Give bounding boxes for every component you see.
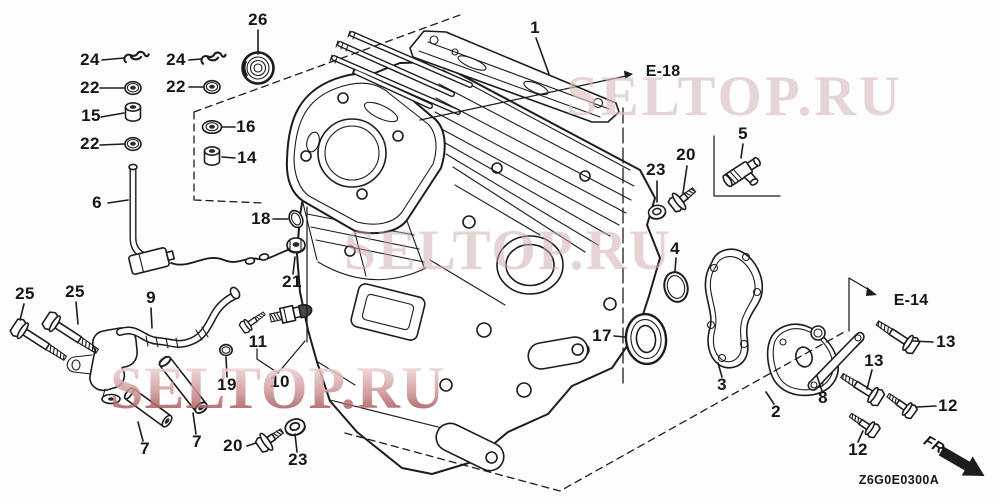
reference-lines xyxy=(193,14,877,492)
callout-7-a: 7 xyxy=(140,439,150,458)
part-22-grommet xyxy=(124,80,142,96)
callout-10: 10 xyxy=(270,372,290,391)
part-22-grommet xyxy=(203,79,221,95)
part-24-clip xyxy=(122,49,151,64)
part-24-clip xyxy=(199,49,228,66)
callout-1: 1 xyxy=(530,18,540,37)
callout-12-b: 12 xyxy=(848,440,868,459)
fr-direction-arrow xyxy=(938,446,985,476)
part-15-bushing xyxy=(124,102,142,123)
part-12-bolt xyxy=(882,388,920,421)
drawing-code: Z6G0E0300A xyxy=(858,473,940,487)
callout-7-b: 7 xyxy=(192,432,202,451)
part-8-arm xyxy=(807,331,865,391)
callout-22-c: 22 xyxy=(80,134,100,153)
callout-6: 6 xyxy=(92,193,102,212)
callout-22-a: 22 xyxy=(80,78,100,97)
callout-15: 15 xyxy=(81,106,101,125)
callout-22-b: 22 xyxy=(166,77,186,96)
callout-14: 14 xyxy=(237,148,257,167)
ref-e14-label: E-14 xyxy=(893,292,929,309)
callout-20-a: 20 xyxy=(676,145,696,164)
part-14-bushing xyxy=(203,146,221,166)
callout-13-b: 13 xyxy=(864,351,884,370)
part-4-oring xyxy=(663,271,689,303)
callout-4: 4 xyxy=(670,239,680,258)
part-17-oil-seal xyxy=(624,312,668,366)
part-1-head-gasket xyxy=(329,30,620,123)
callout-8: 8 xyxy=(818,388,828,407)
part-2-cover xyxy=(766,323,839,397)
callout-23-b: 23 xyxy=(288,450,308,469)
part-22-grommet xyxy=(124,136,142,152)
part-26-bearing xyxy=(241,51,275,85)
part-9-oil-pipe xyxy=(66,286,241,405)
engine-block-art xyxy=(285,61,661,475)
callout-25-b: 25 xyxy=(65,282,85,301)
part-11-bolt xyxy=(237,307,269,335)
part-19-oring xyxy=(219,343,233,357)
callout-19: 19 xyxy=(217,375,237,394)
callout-3: 3 xyxy=(717,375,727,394)
part-21-wire xyxy=(128,237,306,275)
part-13-bolt xyxy=(871,314,922,357)
callout-9: 9 xyxy=(146,288,156,307)
part-5-joint xyxy=(722,156,761,188)
part-20-bolt xyxy=(252,421,289,456)
part-20-bolt xyxy=(665,181,702,216)
callout-16: 16 xyxy=(236,117,256,136)
callout-24-b: 24 xyxy=(166,50,186,69)
callout-25-a: 25 xyxy=(15,284,35,303)
part-12-bolt xyxy=(845,408,882,441)
part-10-oil-pressure-sensor xyxy=(269,304,313,324)
part-7-tube xyxy=(156,353,210,417)
callout-21: 21 xyxy=(282,272,302,291)
part-3-gasket xyxy=(704,248,764,369)
callout-12-a: 12 xyxy=(938,396,958,415)
part-16-grommet xyxy=(201,120,223,135)
part-7-tube xyxy=(122,385,175,430)
callout-20-b: 20 xyxy=(223,436,243,455)
callout-13-a: 13 xyxy=(936,332,956,351)
callout-24-a: 24 xyxy=(80,50,100,69)
callout-11: 11 xyxy=(248,332,268,351)
part-13-bolt xyxy=(836,367,887,409)
callout-17: 17 xyxy=(592,326,612,345)
callout-18: 18 xyxy=(251,209,271,228)
callout-2: 2 xyxy=(771,402,781,421)
leader-lines xyxy=(19,29,937,453)
callout-5: 5 xyxy=(738,124,748,143)
callout-23-a: 23 xyxy=(646,160,666,179)
ref-e18-label: E-18 xyxy=(645,63,681,80)
callout-26: 26 xyxy=(248,10,268,29)
